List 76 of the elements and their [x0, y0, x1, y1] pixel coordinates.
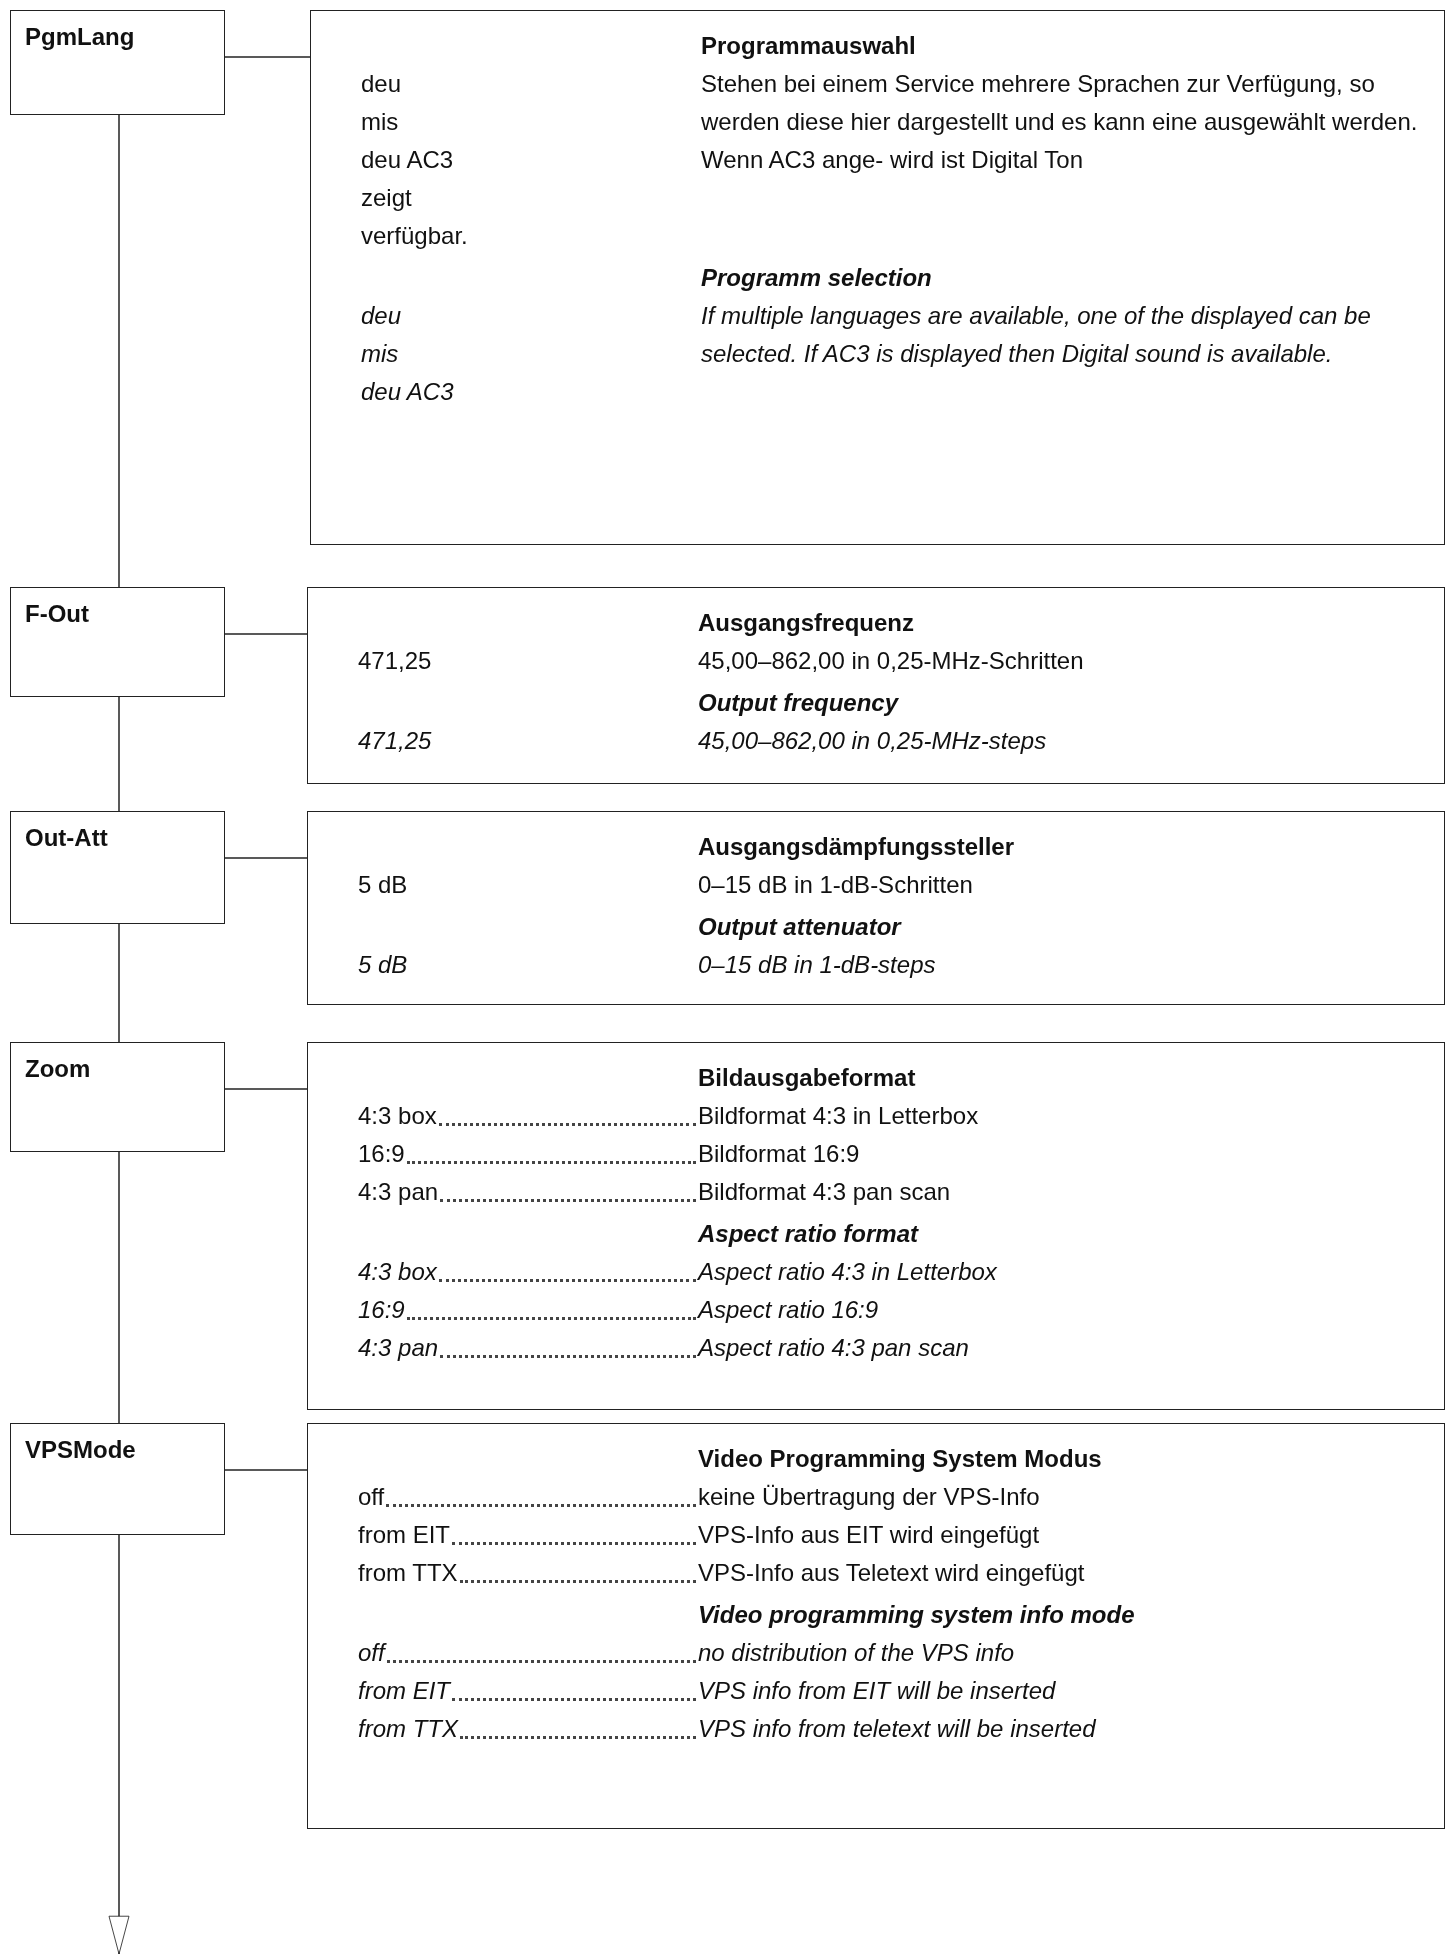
option-value: 471,25	[358, 646, 432, 676]
description-text: no distribution of the VPS info	[698, 1638, 1015, 1668]
section-heading: Video programming system info mode	[698, 1600, 1136, 1630]
connector-line	[118, 696, 120, 812]
section-heading: Ausgangsfrequenz	[698, 608, 916, 638]
option-value: from EIT	[358, 1676, 450, 1706]
section-heading: Video Programming System Modus	[698, 1444, 1103, 1474]
menu-box	[10, 587, 225, 697]
description-text: VPS-Info aus Teletext wird eingefügt	[698, 1558, 1085, 1588]
menu-label: Out-Att	[25, 824, 108, 851]
option-value: from EIT	[358, 1520, 450, 1550]
description-text: Aspect ratio 4:3 pan scan	[698, 1333, 969, 1363]
connector-line	[118, 1151, 120, 1424]
description-text: Bildformat 16:9	[698, 1139, 860, 1169]
connector-line	[118, 923, 120, 1043]
option-value: from TTX	[358, 1558, 458, 1588]
description-text: 0–15 dB in 1-dB-steps	[698, 950, 936, 980]
connector-line	[224, 633, 308, 635]
description-text: 45,00–862,00 in 0,25-MHz-steps	[698, 726, 1047, 756]
option-value: deu AC3	[361, 377, 454, 407]
description-text: VPS-Info aus EIT wird eingefügt	[698, 1520, 1040, 1550]
section-heading: Output attenuator	[698, 912, 903, 942]
menu-box	[10, 10, 225, 115]
option-value: 4:3 pan	[358, 1333, 439, 1363]
option-value: deu	[361, 301, 402, 331]
option-value: 5 dB	[358, 950, 408, 980]
description-text: 45,00–862,00 in 0,25-MHz-Schritten	[698, 646, 1084, 676]
menu-box	[10, 1042, 225, 1152]
option-value: deu	[361, 69, 402, 99]
description-panel	[307, 587, 1445, 784]
option-value: deu AC3	[361, 145, 454, 175]
section-heading: Ausgangsdämpfungssteller	[698, 832, 1016, 862]
description-panel	[307, 1042, 1445, 1410]
menu-label: F-Out	[25, 600, 89, 627]
connector-line	[224, 1469, 308, 1471]
menu-box	[10, 1423, 225, 1535]
description-text: Aspect ratio 4:3 in Letterbox	[698, 1257, 997, 1287]
option-value: 4:3 box	[358, 1101, 437, 1131]
connector-line	[224, 56, 311, 58]
option-value: mis	[361, 339, 399, 369]
description-text: VPS info from EIT will be inserted	[698, 1676, 1056, 1706]
option-value: 16:9	[358, 1295, 405, 1325]
section-heading: Bildausgabeformat	[698, 1063, 917, 1093]
section-heading: Programm selection	[701, 263, 933, 293]
option-value: verfügbar.	[361, 221, 468, 251]
description-panel	[307, 811, 1445, 1005]
option-value: from TTX	[358, 1714, 458, 1744]
connector-line	[224, 1088, 308, 1090]
section-heading: Aspect ratio format	[698, 1219, 920, 1249]
section-heading: Output frequency	[698, 688, 900, 718]
option-value: 4:3 pan	[358, 1177, 439, 1207]
connector-line	[224, 857, 308, 859]
menu-label: Zoom	[25, 1055, 91, 1082]
option-value: 471,25	[358, 726, 432, 756]
option-value: 4:3 box	[358, 1257, 437, 1287]
description-text: 0–15 dB in 1-dB-Schritten	[698, 870, 973, 900]
menu-label: PgmLang	[25, 23, 135, 50]
description-text: If multiple languages are available, one of the displayed can be selected. If AC3 is displayed then Digital sound is available.	[701, 301, 1372, 369]
menu-box	[10, 811, 225, 924]
option-value: 16:9	[358, 1139, 405, 1169]
description-text: Aspect ratio 16:9	[698, 1295, 879, 1325]
description-text: Bildformat 4:3 pan scan	[698, 1177, 951, 1207]
menu-label: VPSMode	[25, 1436, 136, 1463]
description-text: Stehen bei einem Service mehrere Sprachen zur Verfügung, so werden diese hier dargestellt und es kann eine ausgewählt werden. Wenn AC3 ange- wird ist Digital Ton	[701, 69, 1419, 175]
description-panel	[310, 10, 1445, 545]
option-value: off	[358, 1638, 385, 1668]
description-text: VPS info from teletext will be inserted	[698, 1714, 1096, 1744]
connector-line	[118, 114, 120, 588]
description-text: keine Übertragung der VPS-Info	[698, 1482, 1040, 1512]
description-text: Bildformat 4:3 in Letterbox	[698, 1101, 979, 1131]
description-panel	[307, 1423, 1445, 1829]
option-value: 5 dB	[358, 870, 408, 900]
option-value: off	[358, 1482, 385, 1512]
option-value: mis	[361, 107, 399, 137]
option-value: zeigt	[361, 183, 412, 213]
section-heading: Programmauswahl	[701, 31, 917, 61]
